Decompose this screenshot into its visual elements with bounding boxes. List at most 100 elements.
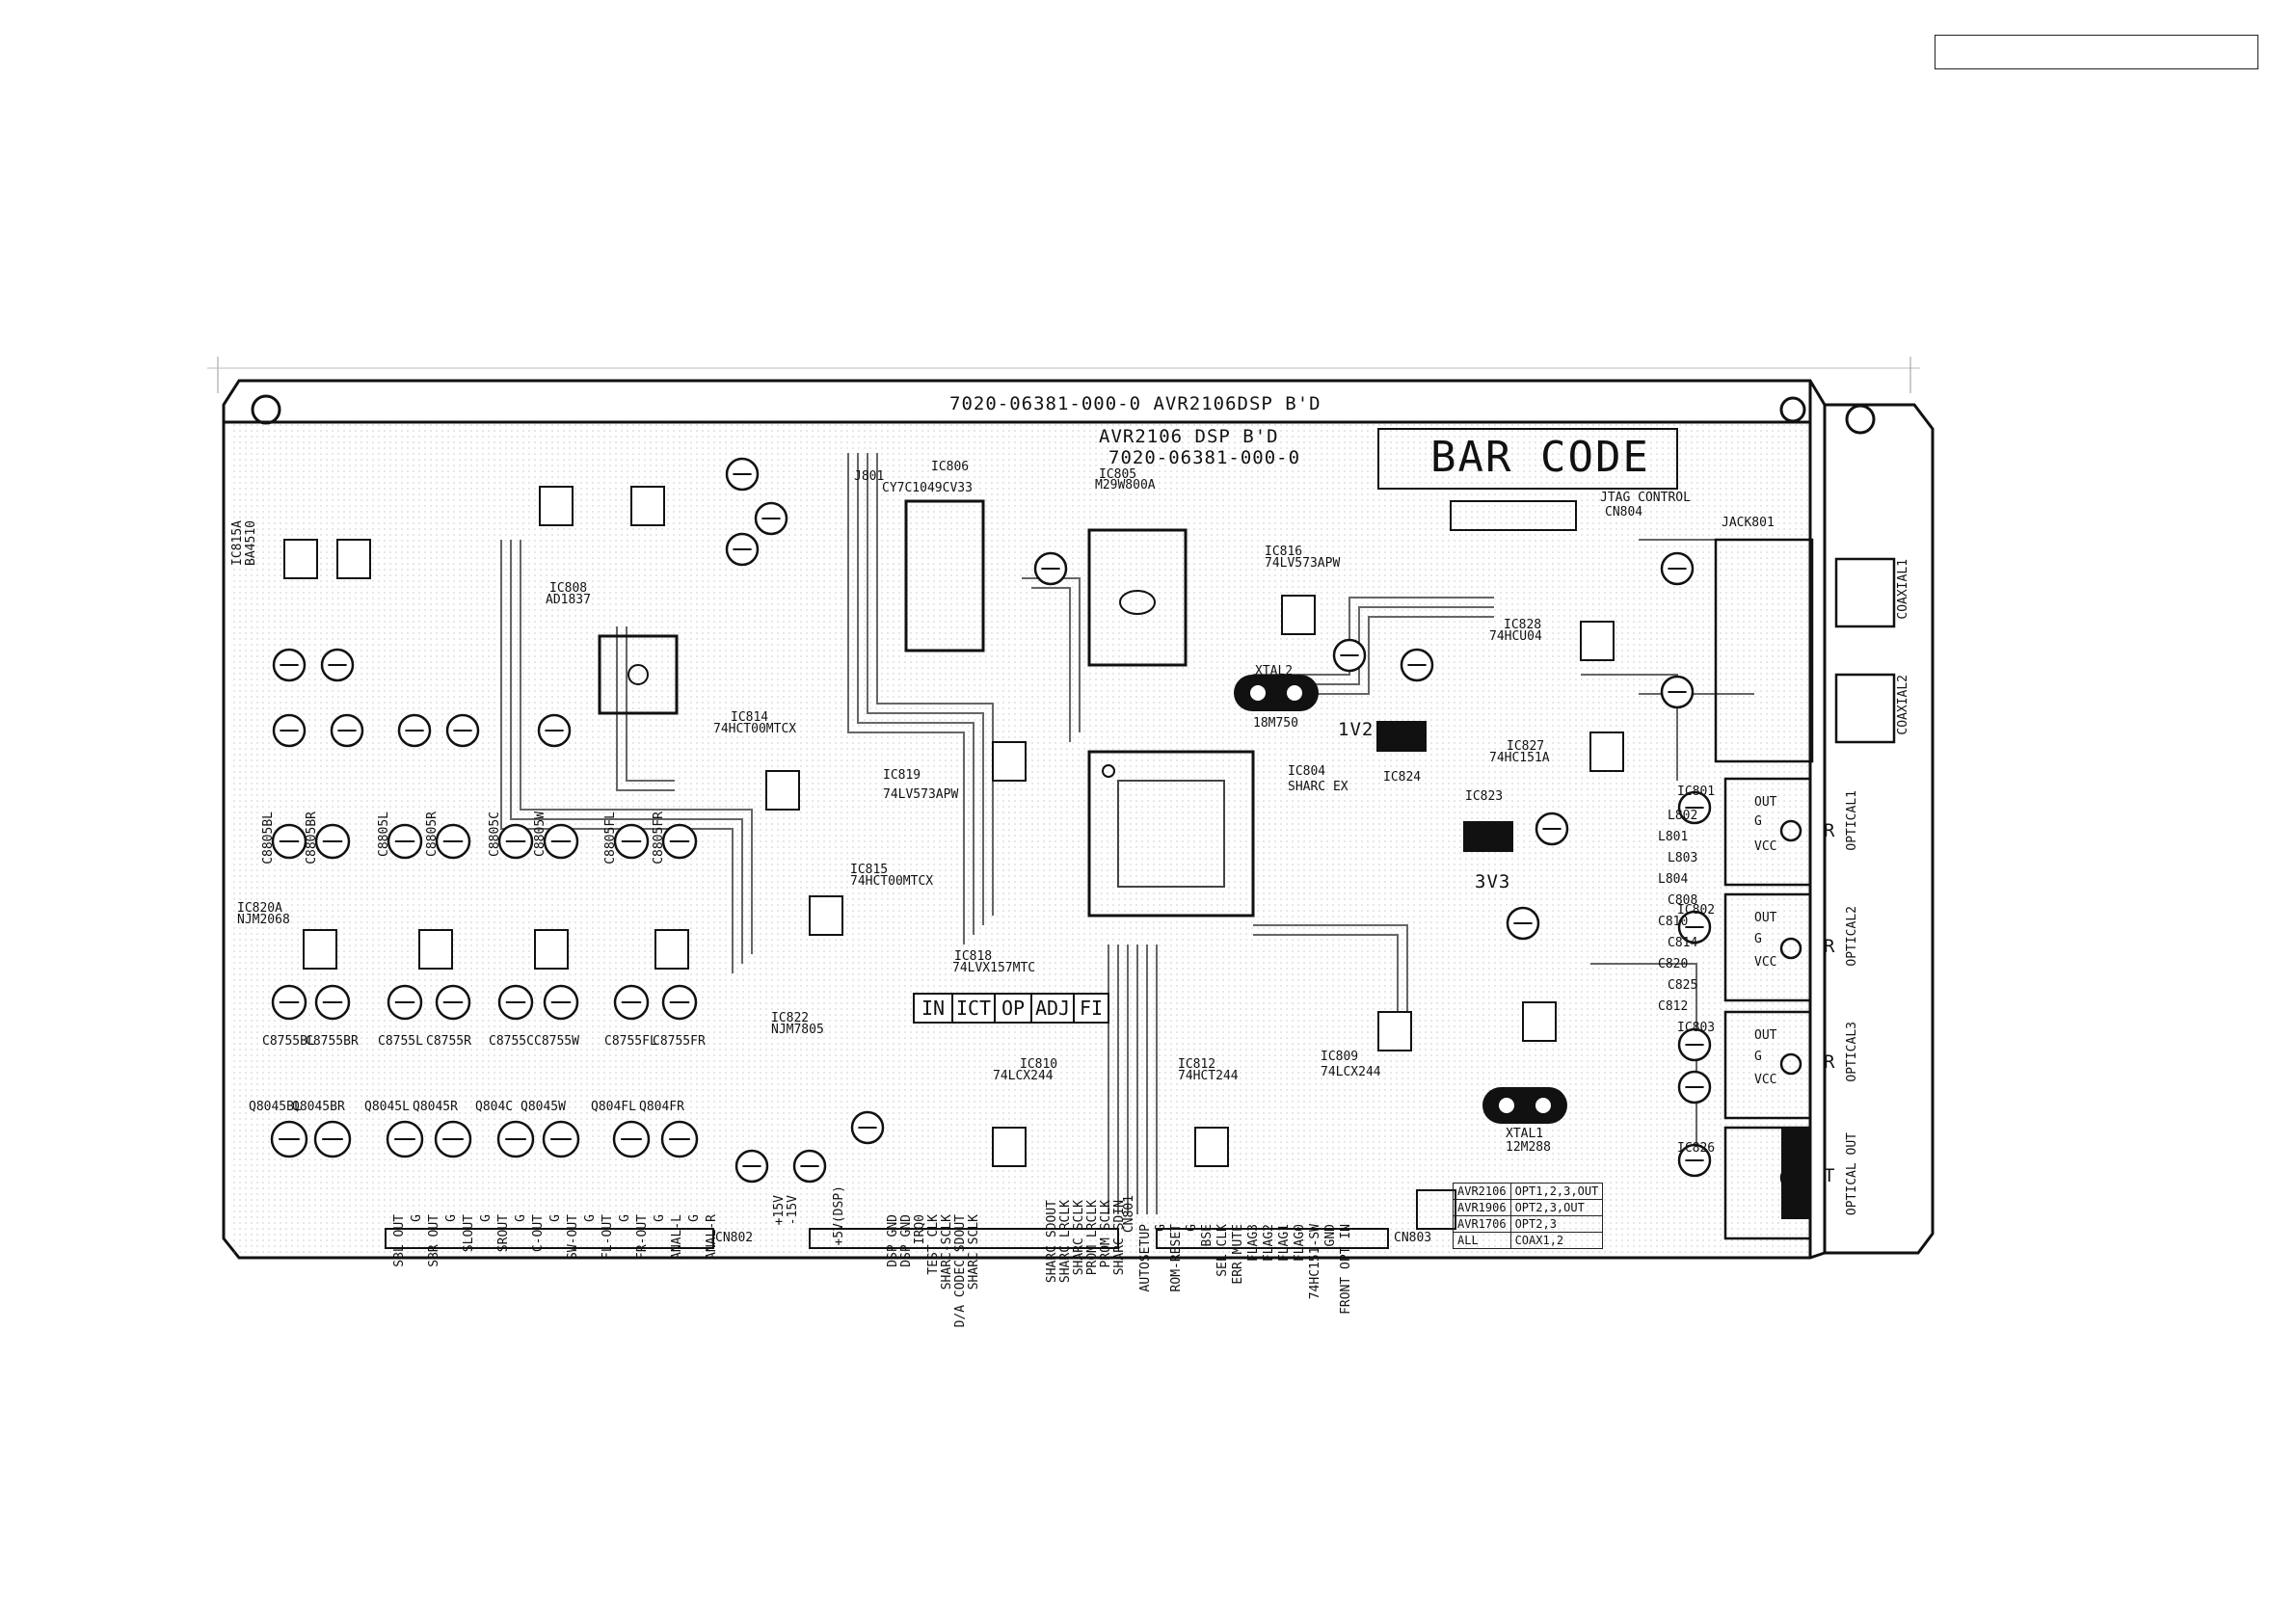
connector-pin-label: FRONT OPT IN [1339, 1224, 1353, 1315]
part-label-right: C820 [1658, 957, 1689, 971]
part-label-right: C825 [1668, 978, 1698, 993]
ic-part: 74HCU04 [1489, 629, 1542, 644]
ic-ref-right: IC802 [1677, 903, 1716, 918]
connector-pin-label: G [653, 1214, 667, 1222]
board-part-number: 7020-06381-000-0 AVR2106DSP B'D [949, 393, 1322, 414]
supply-label: -15V [786, 1195, 800, 1226]
connector-pin-label: SW-OUT [566, 1214, 580, 1260]
ic-ref-right: IC801 [1677, 785, 1716, 799]
ic-part: M29W800A [1095, 478, 1156, 492]
connector-pin-label: G [687, 1214, 702, 1222]
opt-model: AVR1706 [1453, 1215, 1511, 1233]
cn803-strip [1156, 1228, 1389, 1249]
ic805-chip [1087, 528, 1188, 667]
opt-ports: OPT1,2,3,OUT [1509, 1183, 1604, 1200]
barcode-label: BAR CODE [1430, 433, 1650, 482]
part-label-right: L803 [1668, 851, 1698, 865]
port-letter: R [1824, 820, 1836, 841]
code-cell-in: IN [913, 993, 953, 1024]
connector-pin-label: G [583, 1214, 598, 1222]
connector-pin-label: SBL OUT [392, 1214, 407, 1267]
connector-pin-label: FLAG0 [1293, 1224, 1307, 1263]
ic-part: 74LV573APW [883, 787, 959, 802]
board-title: AVR2106 DSP B'D [1099, 426, 1279, 447]
connector-pin-label: PROM LRCLK [1085, 1200, 1100, 1276]
ic-ref: IC812 [1178, 1057, 1216, 1072]
jtag-connector: CN804 [1605, 505, 1643, 519]
ic-ref: IC805 [1099, 467, 1137, 482]
ic824-label: IC824 [1383, 770, 1422, 785]
jtag-label: JTAG CONTROL [1600, 491, 1691, 505]
cap-label: C8805L [377, 812, 391, 857]
coax-housing [1714, 538, 1814, 763]
ic823-label: IC823 [1465, 789, 1504, 804]
supply-label: +15V [772, 1195, 787, 1226]
port-pin: OUT [1754, 795, 1777, 810]
connector-pin-label: SBR OUT [427, 1214, 441, 1267]
connector-pin-label: ERR MUTE [1231, 1224, 1245, 1285]
opt-model: AVR1906 [1453, 1199, 1511, 1216]
cap-label: C8805FL [603, 812, 618, 865]
cap-label: C8755FR [653, 1034, 706, 1049]
rail-3v3: 3V3 [1475, 871, 1511, 892]
part-label-right: L801 [1658, 830, 1689, 844]
cap-label: C8755FL [604, 1034, 657, 1049]
opt-ports: COAX1,2 [1509, 1232, 1604, 1249]
cap-label: C8805C [488, 812, 502, 857]
optical1-housing [1723, 777, 1812, 887]
ic-ref: IC804 [1288, 764, 1326, 779]
connector-pin-label: ROM-RESET [1169, 1224, 1184, 1292]
ic-ref: IC818 [954, 949, 993, 964]
optical2-housing [1723, 892, 1812, 1002]
opt-model: ALL [1453, 1232, 1511, 1249]
title-block-box [1935, 35, 2258, 69]
barcode-box [1377, 428, 1678, 490]
code-cell-fi: FI [1073, 993, 1109, 1024]
connector-pin-label: FLAG1 [1277, 1224, 1292, 1263]
transistor-label: Q8045L [364, 1100, 410, 1114]
connector-pin-label: SHARC LRCLK [1058, 1200, 1073, 1284]
xtal1-label: XTAL1 [1506, 1127, 1544, 1141]
connector-pin-label: SHARC-SCLK [940, 1214, 954, 1290]
ic-ref: IC822 [771, 1011, 810, 1025]
ic-part: 74LCX244 [1321, 1065, 1381, 1079]
board-title-number: 7020-06381-000-0 [1108, 447, 1301, 468]
ic-part: 74HCT00MTCX [713, 722, 797, 736]
connector-pin-label: G [410, 1214, 424, 1222]
xtal2-label: XTAL2 [1255, 664, 1294, 678]
part-label-right: C810 [1658, 915, 1689, 929]
small-ic [1522, 1001, 1557, 1042]
ic-ref-right: IC803 [1677, 1021, 1716, 1035]
mount-hole-left [251, 394, 281, 425]
mount-hole-right2 [1779, 396, 1806, 423]
transistor-label: Q8045R [413, 1100, 458, 1114]
port-optical-out: OPTICAL OUT [1845, 1132, 1859, 1216]
port-pin: G [1754, 814, 1762, 829]
part-label-right: C808 [1668, 893, 1698, 908]
port-optical1: OPTICAL1 [1845, 790, 1859, 851]
transistor-label: Q804FR [639, 1100, 684, 1114]
ic808-chip [598, 634, 679, 715]
connector-pin-label: G [1154, 1224, 1168, 1232]
ic-ref: IC815A [230, 520, 245, 566]
ic-ref: IC815 [850, 863, 889, 877]
cap-label: C8805FR [652, 812, 666, 865]
port-letter: R [1824, 936, 1836, 957]
connector-pin-label: FR-OUT [635, 1214, 650, 1260]
cn802-strip [385, 1228, 714, 1249]
small-ic [654, 929, 689, 970]
cn804-header [1450, 500, 1577, 531]
connector-pin-label: ANAL-R [705, 1214, 719, 1260]
transistor-label: Q804C [475, 1100, 514, 1114]
xtal2-crystal [1234, 675, 1319, 711]
cap-label: C8755BL [262, 1034, 315, 1049]
ic-part: CY7C1049CV33 [882, 481, 973, 495]
small-ic [630, 486, 665, 526]
small-ic [992, 741, 1027, 782]
ic-part: 74LCX244 [993, 1069, 1054, 1083]
opt-ports: OPT2,3,OUT [1509, 1199, 1604, 1216]
ic-ref: IC820A [237, 901, 282, 916]
connector-pin-label: DSP GND [886, 1214, 900, 1267]
